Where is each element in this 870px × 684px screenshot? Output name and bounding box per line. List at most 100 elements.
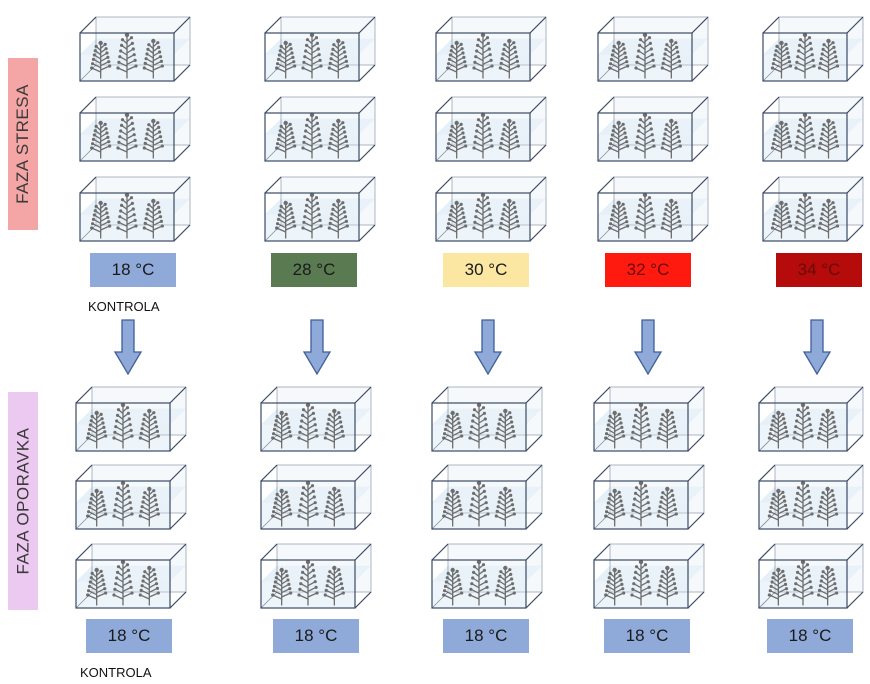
plant — [112, 559, 134, 606]
plant — [604, 567, 626, 606]
plant — [468, 559, 490, 606]
down-arrow-icon — [113, 319, 143, 376]
plant — [86, 410, 108, 449]
plant — [472, 112, 494, 159]
aquarium-tank — [758, 464, 864, 530]
aquarium-tank — [431, 543, 543, 609]
aquarium-tank — [75, 543, 187, 609]
aquarium-tank — [762, 16, 864, 82]
plant — [442, 488, 464, 527]
stress-phase-label: FAZA STRESA — [8, 58, 38, 230]
down-arrow-icon — [802, 319, 832, 376]
plant — [794, 192, 816, 239]
plant — [90, 120, 112, 159]
plant — [792, 559, 814, 606]
plant — [634, 192, 656, 239]
aquarium-tank — [593, 464, 705, 530]
stress-temp-box-1: 28 °C — [271, 253, 357, 287]
plant — [446, 40, 468, 79]
control-label-top: KONTROLA — [88, 299, 160, 314]
plant — [498, 198, 520, 239]
aquarium-tank — [762, 96, 864, 162]
plant — [630, 559, 652, 606]
plant — [90, 200, 112, 239]
aquarium-tank — [593, 543, 705, 609]
recovery-temp-box-2: 18 °C — [443, 619, 529, 653]
stress-temp-box-0: 18 °C — [90, 253, 176, 287]
stress-temp-box-4: 34 °C — [776, 253, 862, 287]
aquarium-tank — [79, 16, 191, 82]
recovery-temp-box-1: 18 °C — [273, 619, 359, 653]
aquarium-tank — [260, 543, 372, 609]
plant — [442, 567, 464, 606]
plant — [817, 38, 840, 79]
plant — [297, 480, 319, 527]
plant — [275, 40, 297, 79]
down-arrow-icon — [473, 319, 503, 376]
plant — [275, 120, 297, 159]
aquarium-tank — [435, 16, 547, 82]
plant — [817, 118, 840, 159]
aquarium-tank — [762, 176, 864, 242]
aquarium-tank — [264, 176, 376, 242]
plant — [442, 410, 464, 449]
plant — [770, 40, 793, 79]
plant — [112, 402, 134, 449]
plant — [817, 408, 839, 449]
plant — [656, 408, 678, 449]
aquarium-tank — [260, 464, 372, 530]
plant — [656, 565, 678, 606]
plant — [604, 410, 626, 449]
aquarium-tank — [758, 543, 864, 609]
plant — [770, 120, 793, 159]
plant — [794, 112, 816, 159]
plant — [494, 565, 516, 606]
plant — [634, 32, 656, 79]
plant — [327, 198, 349, 239]
recovery-phase-text: FAZA OPORAVKA — [13, 427, 33, 575]
recovery-phase-label: FAZA OPORAVKA — [8, 392, 38, 610]
aquarium-tank — [597, 16, 709, 82]
down-arrow-icon — [633, 319, 663, 376]
plant — [323, 565, 345, 606]
plant — [660, 38, 682, 79]
aquarium-tank — [264, 16, 376, 82]
plant — [301, 192, 323, 239]
aquarium-tank — [597, 96, 709, 162]
plant — [498, 118, 520, 159]
plant — [660, 198, 682, 239]
plant — [271, 567, 293, 606]
plant — [271, 410, 293, 449]
control-label-bottom: KONTROLA — [80, 665, 152, 680]
plant — [494, 408, 516, 449]
plant — [446, 120, 468, 159]
aquarium-tank — [79, 96, 191, 162]
plant — [323, 408, 345, 449]
plant — [656, 486, 678, 527]
aquarium-tank — [597, 176, 709, 242]
plant — [327, 118, 349, 159]
plant — [86, 567, 108, 606]
down-arrow-icon — [302, 319, 332, 376]
plant — [608, 40, 630, 79]
recovery-temp-box-3: 18 °C — [604, 619, 690, 653]
aquarium-tank — [435, 176, 547, 242]
stress-temp-box-2: 30 °C — [443, 253, 529, 287]
aquarium-tank — [75, 464, 187, 530]
plant — [770, 200, 793, 239]
plant — [116, 32, 138, 79]
plant — [494, 486, 516, 527]
plant — [817, 198, 840, 239]
plant — [142, 198, 164, 239]
plant — [817, 486, 839, 527]
plant — [301, 32, 323, 79]
aquarium-tank — [435, 96, 547, 162]
recovery-temp-box-0: 18 °C — [86, 619, 172, 653]
plant — [138, 565, 160, 606]
plant — [472, 192, 494, 239]
aquarium-tank — [75, 386, 187, 452]
plant — [116, 192, 138, 239]
aquarium-tank — [264, 96, 376, 162]
plant — [630, 480, 652, 527]
